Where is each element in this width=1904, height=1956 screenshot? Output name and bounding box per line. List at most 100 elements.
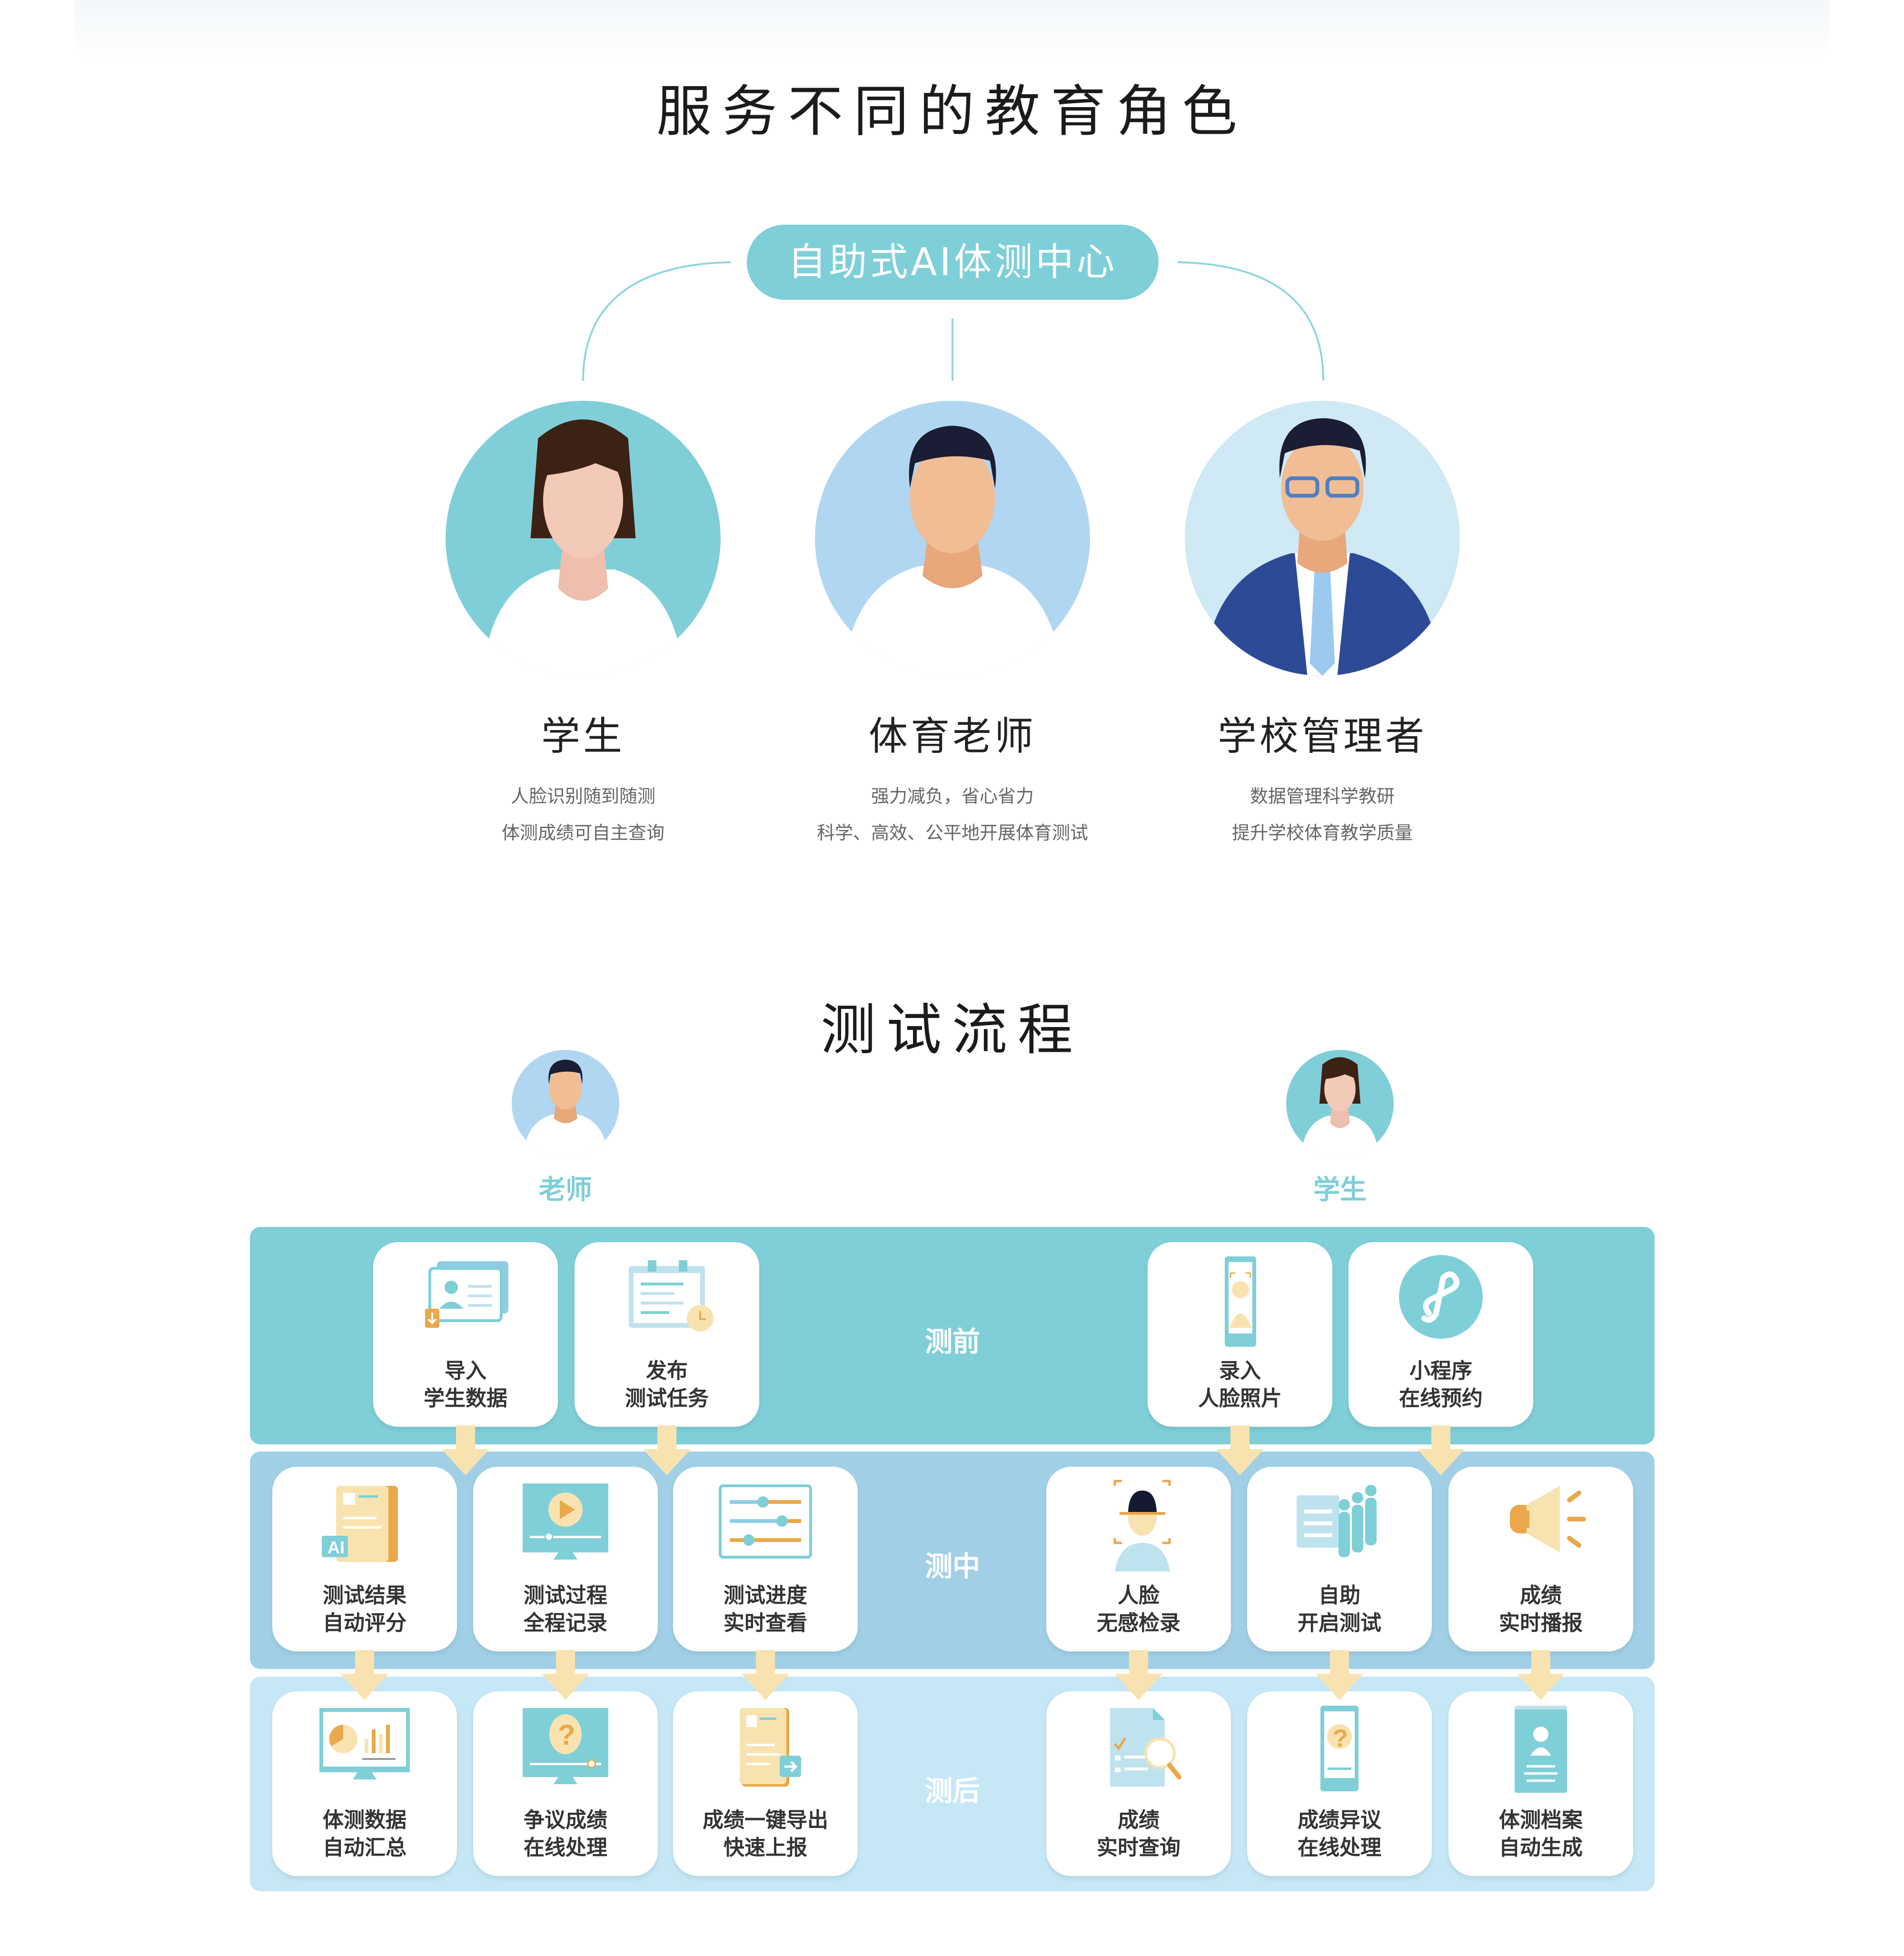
step-card-label: 争议成绩在线处理 [473,1807,658,1862]
down-arrow-icon [1417,1425,1465,1475]
step-label-line2: 实时查看 [724,1611,807,1635]
step-card-2-5[interactable]: 体测档案自动生成 [1448,1691,1633,1876]
export-icon [740,1708,801,1787]
step-label-line2: 在线处理 [524,1836,607,1860]
step-card-1-2[interactable]: 测试进度实时查看 [673,1467,858,1651]
step-card-label: 成绩实时查询 [1046,1807,1231,1862]
step-card-0-1[interactable]: 发布测试任务 [575,1242,759,1427]
desc-line: 科学、高效、公平地开展体育测试 [816,822,1088,843]
step-card-0-3[interactable]: 小程序在线预约 [1349,1242,1533,1427]
data-summary-icon [319,1708,410,1779]
stage-label-after: 测后 [924,1775,980,1807]
step-card-1-0[interactable]: AI 测试结果自动评分 [272,1467,457,1651]
step-card-2-1[interactable]: ? 争议成绩在线处理 [473,1691,658,1876]
step-card-label: 发布测试任务 [575,1357,759,1413]
down-arrow-icon [1115,1650,1162,1700]
step-card-label: 成绩一键导出快速上报 [673,1807,858,1862]
step-card-label: 测试进度实时查看 [673,1582,858,1637]
step-label-line1: 争议成绩 [524,1808,607,1832]
svg-text:?: ? [558,1719,575,1751]
step-card-label: 测试结果自动评分 [272,1582,457,1637]
step-label-line1: 成绩 [1520,1583,1562,1608]
svg-text:?: ? [1333,1725,1348,1752]
down-arrow-icon [1216,1425,1264,1475]
step-label-line1: 小程序 [1409,1359,1472,1383]
step-card-label: 成绩实时播报 [1448,1582,1633,1637]
step-card-2-4[interactable]: ? 成绩异议在线处理 [1247,1691,1432,1876]
step-card-1-5[interactable]: 成绩实时播报 [1448,1467,1633,1651]
step-card-2-3[interactable]: 成绩实时查询 [1046,1691,1231,1876]
student-small-avatar [1286,1050,1394,1157]
step-label-line2: 无感检录 [1097,1611,1180,1635]
step-card-1-4[interactable]: 自助开启测试 [1247,1467,1432,1651]
self-service-icon [1297,1485,1377,1557]
objection-icon: ? [1320,1706,1359,1791]
ai-center-badge: 自助式AI体测中心 [747,225,1159,300]
step-card-2-2[interactable]: 成绩一键导出快速上报 [673,1691,858,1876]
teacher-avatar [815,401,1090,676]
step-label-line1: 成绩 [1118,1808,1160,1832]
step-label-line2: 测试任务 [625,1386,709,1411]
step-label-line2: 在线预约 [1399,1386,1483,1411]
role-name-admin: 学校管理者 [1217,714,1427,759]
speaker-icon [1510,1486,1586,1552]
step-label-line2: 自动评分 [323,1611,407,1635]
step-label-line2: 快速上报 [724,1836,807,1860]
step-label-line1: 体测档案 [1499,1808,1583,1832]
archive-icon [1515,1706,1567,1793]
import-student-icon [425,1261,508,1328]
role-desc-teacher: 强力减负，省心省力科学、高效、公平地开展体育测试 [738,778,1167,851]
step-label-line2: 自动生成 [1499,1836,1583,1860]
face-photo-icon [1225,1256,1256,1347]
step-label-line1: 人脸 [1118,1583,1160,1608]
down-arrow-icon [643,1425,691,1475]
step-label-line2: 开启测试 [1298,1611,1381,1635]
process-title: 测试流程 [821,998,1083,1062]
step-card-label: 人脸无感检录 [1046,1582,1231,1637]
step-label-line1: 导入 [445,1359,486,1383]
desc-line: 体测成绩可自主查询 [501,822,664,843]
step-label-line2: 自动汇总 [323,1836,407,1860]
desc-line: 数据管理科学教研 [1250,786,1395,807]
down-arrow-icon [1517,1650,1565,1700]
step-card-label: 录入人脸照片 [1148,1357,1332,1413]
step-card-1-1[interactable]: 测试过程全程记录 [473,1467,658,1651]
step-label-line1: 体测数据 [323,1808,407,1832]
step-label-line1: 发布 [646,1359,688,1383]
top-banner-strip [75,0,1829,62]
video-record-icon [523,1483,608,1560]
desc-line: 提升学校体育教学质量 [1231,822,1413,843]
step-label-line1: 测试结果 [323,1583,407,1608]
down-arrow-icon [442,1425,489,1475]
step-card-1-3[interactable]: 人脸无感检录 [1046,1467,1231,1651]
step-card-label: 小程序在线预约 [1349,1357,1533,1413]
progress-sliders-icon [719,1484,812,1559]
step-card-2-0[interactable]: 体测数据自动汇总 [272,1691,457,1876]
desc-line: 强力减负，省心省力 [871,786,1034,807]
step-card-label: 体测数据自动汇总 [272,1807,457,1862]
step-label-line2: 学生数据 [424,1386,507,1411]
down-arrow-icon [1316,1650,1363,1700]
admin-avatar [1185,401,1460,676]
mini-program-icon [1399,1255,1483,1339]
connector-lines [582,261,1324,381]
publish-task-icon [629,1260,714,1332]
step-card-label: 体测档案自动生成 [1448,1807,1633,1862]
student-avatar [446,401,721,676]
step-card-label: 导入学生数据 [373,1357,558,1413]
step-card-label: 自助开启测试 [1247,1582,1432,1637]
step-card-0-0[interactable]: 导入学生数据 [373,1242,558,1427]
step-label-line2: 全程记录 [524,1611,607,1635]
teacher-small-avatar [512,1050,619,1157]
step-label-line2: 人脸照片 [1198,1386,1282,1411]
step-card-0-2[interactable]: 录入人脸照片 [1148,1242,1332,1427]
role-desc-admin: 数据管理科学教研提升学校体育教学质量 [1108,778,1537,851]
down-arrow-icon [542,1650,589,1700]
step-label-line2: 实时播报 [1499,1611,1583,1635]
face-scan-icon [1113,1480,1171,1571]
step-label-line1: 成绩一键导出 [703,1808,828,1832]
step-label-line2: 在线处理 [1298,1836,1381,1860]
dispute-icon: ? [523,1708,608,1784]
stage-label-before: 测前 [924,1325,980,1358]
role-name-student: 学生 [541,714,625,759]
